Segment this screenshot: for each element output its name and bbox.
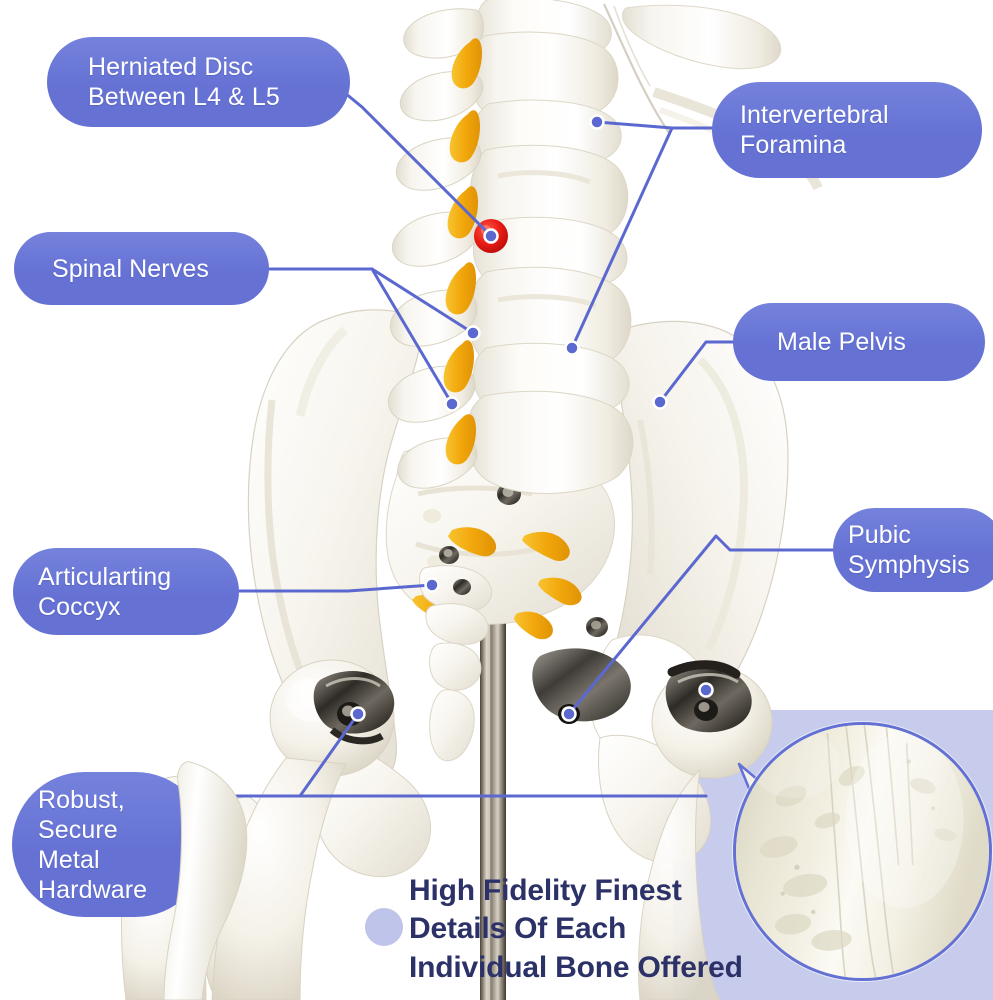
caption-bullet-icon xyxy=(365,908,403,946)
bone-detail-magnifier xyxy=(733,722,992,981)
callout-male-pelvis[interactable]: Male Pelvis xyxy=(733,303,985,381)
callout-intervertebral-foramina[interactable]: Intervertebral Foramina xyxy=(712,82,982,178)
callout-male-pelvis-label: Male Pelvis xyxy=(777,328,906,356)
callout-spinal-nerves[interactable]: Spinal Nerves xyxy=(14,232,269,305)
callout-articularting-coccyx-label: Articularting Coccyx xyxy=(38,562,172,621)
herniated-disc-marker xyxy=(474,219,508,253)
callout-robust-secure-metal-hardware[interactable]: Robust, Secure Metal Hardware xyxy=(12,772,208,917)
callout-pubic-symphysis[interactable]: Pubic Symphysis xyxy=(833,508,993,592)
bottom-caption: High Fidelity Finest Details Of Each Ind… xyxy=(409,872,829,987)
caption-line-2: Details Of Each xyxy=(409,912,627,946)
callout-herniated-disc[interactable]: Herniated Disc Between L4 & L5 xyxy=(47,37,350,127)
caption-line-3: Individual Bone Offered xyxy=(409,950,743,984)
callout-pubic-symphysis-label: Pubic Symphysis xyxy=(848,521,970,579)
callout-herniated-disc-label: Herniated Disc Between L4 & L5 xyxy=(88,53,280,111)
caption-line-1: High Fidelity Finest xyxy=(409,874,682,907)
coccyx xyxy=(419,546,492,762)
callout-robust-secure-metal-hardware-label: Robust, Secure Metal Hardware xyxy=(38,785,148,904)
callout-spinal-nerves-label: Spinal Nerves xyxy=(52,254,209,283)
callout-articularting-coccyx[interactable]: Articularting Coccyx xyxy=(13,548,239,635)
callout-intervertebral-foramina-label: Intervertebral Foramina xyxy=(740,101,889,159)
